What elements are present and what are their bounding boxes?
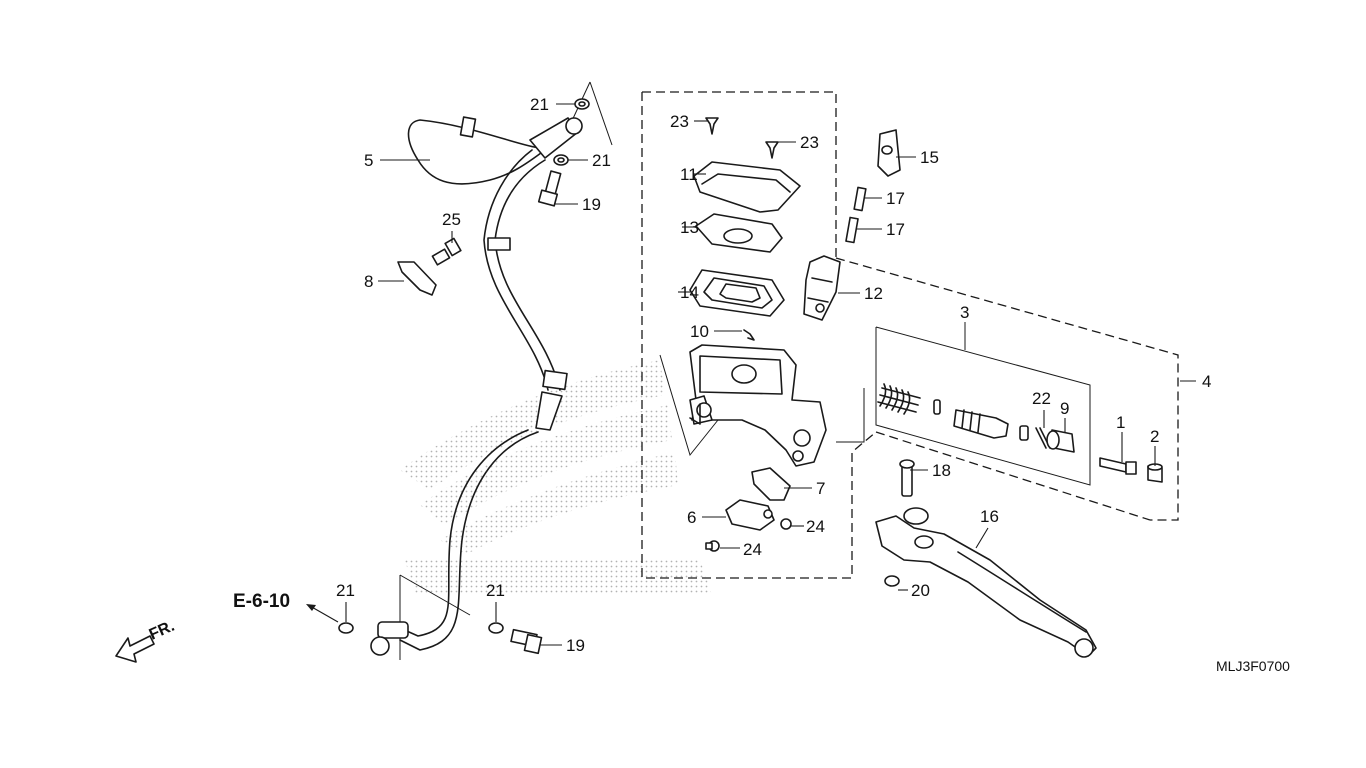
callouts: 21 21 5 19 25 8 21 21 19 23 23 11 13 14 … — [336, 95, 1211, 655]
callout-10[interactable]: 10 — [690, 322, 709, 341]
callout-21[interactable]: 21 — [530, 95, 549, 114]
callout-14[interactable]: 14 — [680, 283, 699, 302]
callout-2[interactable]: 2 — [1150, 427, 1159, 446]
callout-19[interactable]: 19 — [582, 195, 601, 214]
callout-5[interactable]: 5 — [364, 151, 373, 170]
callout-23[interactable]: 23 — [670, 112, 689, 131]
callout-6[interactable]: 6 — [687, 508, 696, 527]
callout-16[interactable]: 16 — [980, 507, 999, 526]
callout-20[interactable]: 20 — [911, 581, 930, 600]
clutch-hose — [370, 116, 583, 656]
callout-12[interactable]: 12 — [864, 284, 883, 303]
switch-parts — [705, 467, 792, 552]
callout-21[interactable]: 21 — [486, 581, 505, 600]
master-cylinder-body — [689, 344, 827, 467]
small-parts — [338, 98, 779, 655]
reservoir-parts — [689, 161, 801, 341]
callout-1[interactable]: 1 — [1116, 413, 1125, 432]
callout-24[interactable]: 24 — [743, 540, 762, 559]
callout-11[interactable]: 11 — [680, 165, 698, 184]
piston-set — [877, 383, 1163, 483]
callout-18[interactable]: 18 — [932, 461, 951, 480]
callout-24[interactable]: 24 — [806, 517, 825, 536]
callout-15[interactable]: 15 — [920, 148, 939, 167]
clutch-lever — [875, 459, 1097, 658]
callout-4[interactable]: 4 — [1202, 372, 1211, 391]
brand-watermark — [400, 360, 712, 595]
callout-17[interactable]: 17 — [886, 189, 905, 208]
front-label: FR. — [147, 618, 177, 644]
callout-22[interactable]: 22 — [1032, 389, 1051, 408]
callout-19[interactable]: 19 — [566, 636, 585, 655]
leader-lines — [306, 103, 1156, 646]
callout-17[interactable]: 17 — [886, 220, 905, 239]
callout-21[interactable]: 21 — [336, 581, 355, 600]
lever-holder-parts — [803, 129, 901, 321]
callout-7[interactable]: 7 — [816, 479, 825, 498]
reference-link[interactable]: E-6-10 — [233, 591, 290, 612]
callout-8[interactable]: 8 — [364, 272, 373, 291]
front-direction-arrow: FR. — [115, 618, 177, 663]
diagram-code: MLJ3F0700 — [1216, 658, 1290, 674]
callout-9[interactable]: 9 — [1060, 399, 1069, 418]
callout-25[interactable]: 25 — [442, 210, 461, 229]
callout-21[interactable]: 21 — [592, 151, 611, 170]
callout-23[interactable]: 23 — [800, 133, 819, 152]
callout-3[interactable]: 3 — [960, 303, 969, 322]
callout-13[interactable]: 13 — [680, 218, 699, 237]
